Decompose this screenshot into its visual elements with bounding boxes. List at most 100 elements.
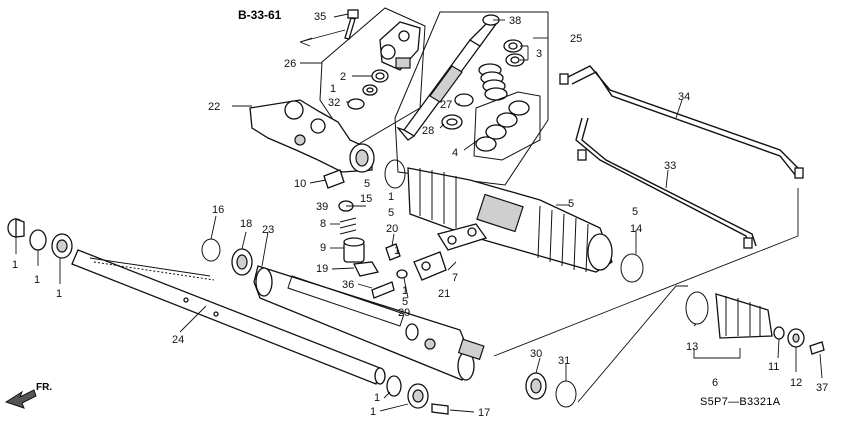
steering-boot-5[interactable] [407, 167, 613, 273]
callout-16[interactable]: 16 [212, 204, 224, 216]
callout-13[interactable]: 13 [686, 341, 698, 353]
callout-5-e[interactable]: 5 [402, 296, 408, 308]
callout-1-i[interactable]: 1 [370, 406, 376, 418]
callout-33[interactable]: 33 [664, 160, 676, 172]
seal-3-upper[interactable] [503, 39, 523, 53]
callout-5-c[interactable]: 5 [388, 207, 394, 219]
clamp-14[interactable] [620, 253, 644, 283]
pipe-34[interactable] [559, 65, 804, 179]
callout-9[interactable]: 9 [320, 242, 326, 254]
locknut-19[interactable] [353, 261, 380, 277]
callout-19[interactable]: 19 [316, 263, 328, 275]
seal-30[interactable] [525, 372, 547, 400]
callout-37[interactable]: 37 [816, 382, 828, 394]
bracket-21[interactable] [413, 251, 447, 281]
callout-27[interactable]: 27 [440, 99, 452, 111]
callout-4[interactable]: 4 [452, 147, 458, 159]
callout-25[interactable]: 25 [570, 33, 582, 45]
callout-28[interactable]: 28 [422, 125, 434, 137]
callout-32[interactable]: 32 [328, 97, 340, 109]
callout-6[interactable]: 6 [712, 377, 718, 389]
seal-3-lower[interactable] [505, 53, 525, 67]
bolt-36[interactable] [371, 281, 395, 299]
callout-leaders [15, 13, 823, 413]
callout-24[interactable]: 24 [172, 334, 184, 346]
callout-35[interactable]: 35 [314, 11, 326, 23]
clamp-10[interactable] [323, 169, 345, 189]
seal-28[interactable] [441, 114, 463, 130]
callout-5-d[interactable]: 5 [632, 206, 638, 218]
valve-body-26[interactable] [379, 21, 421, 71]
washer-1-left[interactable] [29, 229, 47, 251]
bearing-1-lower[interactable] [407, 383, 429, 409]
callout-1-c[interactable]: 1 [394, 245, 400, 257]
callout-31[interactable]: 31 [558, 355, 570, 367]
o-ring-32[interactable] [347, 98, 365, 110]
callout-17[interactable]: 17 [478, 407, 490, 419]
callout-1-h[interactable]: 1 [374, 392, 380, 404]
seal-27[interactable] [454, 93, 474, 107]
callout-23[interactable]: 23 [262, 224, 274, 236]
rack-guide-9[interactable] [343, 237, 365, 263]
bracket-20[interactable] [385, 243, 401, 261]
seal-2[interactable] [371, 69, 389, 83]
callout-5-b[interactable]: 5 [568, 198, 574, 210]
callout-1-e[interactable]: 1 [34, 274, 40, 286]
callout-12[interactable]: 12 [790, 377, 802, 389]
callout-39[interactable]: 39 [316, 201, 328, 213]
rack-housing-23[interactable] [253, 265, 485, 381]
gearbox-housing-22[interactable] [249, 99, 375, 173]
seal-1-upper[interactable] [362, 84, 378, 96]
clamp-11[interactable] [773, 326, 785, 340]
callout-10[interactable]: 10 [294, 178, 306, 190]
seal-1-lower-a[interactable] [386, 375, 402, 397]
callout-15[interactable]: 15 [360, 193, 372, 205]
bearing-1-left[interactable] [51, 233, 73, 259]
boot-6[interactable] [715, 293, 773, 339]
callout-38[interactable]: 38 [509, 15, 521, 27]
clamp-16[interactable] [201, 238, 221, 262]
clamp-15[interactable] [384, 159, 406, 189]
callout-7[interactable]: 7 [452, 272, 458, 284]
clamp-13[interactable] [685, 291, 709, 325]
bushing-1-left[interactable] [7, 218, 25, 238]
callout-21[interactable]: 21 [438, 288, 450, 300]
callout-1-f[interactable]: 1 [402, 285, 408, 297]
washer-12[interactable] [787, 328, 805, 348]
seal-29[interactable] [405, 323, 419, 341]
steering-rack-24[interactable] [71, 249, 386, 385]
callout-22[interactable]: 22 [208, 101, 220, 113]
bracket-6-leader [693, 348, 741, 359]
callout-1-g[interactable]: 1 [56, 288, 62, 300]
valve-spool-seals[interactable] [478, 63, 508, 101]
callout-3[interactable]: 3 [536, 48, 542, 60]
callout-18[interactable]: 18 [240, 218, 252, 230]
callout-1-d[interactable]: 1 [12, 259, 18, 271]
bracket-7[interactable] [436, 223, 488, 251]
washer-5-small[interactable] [396, 269, 408, 279]
callout-30[interactable]: 30 [530, 348, 542, 360]
callout-8[interactable]: 8 [320, 218, 326, 230]
callout-11[interactable]: 11 [768, 361, 779, 373]
callout-36[interactable]: 36 [342, 279, 354, 291]
seal-18[interactable] [231, 248, 253, 276]
callout-29[interactable]: 29 [398, 307, 410, 319]
callout-5-a[interactable]: 5 [364, 178, 370, 190]
callout-1-upper[interactable]: 1 [330, 83, 336, 95]
pinion-shaft[interactable] [396, 19, 497, 141]
pipe-33[interactable] [575, 117, 757, 249]
callout-20[interactable]: 20 [386, 223, 398, 235]
section-reference[interactable]: B-33-61 [238, 8, 282, 22]
spring-8[interactable] [339, 217, 357, 235]
plug-17[interactable] [431, 403, 449, 415]
callout-34[interactable]: 34 [678, 91, 690, 103]
callout-14[interactable]: 14 [630, 223, 642, 235]
callout-1-b[interactable]: 1 [388, 191, 394, 203]
callout-26[interactable]: 26 [284, 58, 296, 70]
callout-2[interactable]: 2 [340, 71, 346, 83]
leader-rack-to-pipe [493, 188, 799, 357]
seal-ring-set-4[interactable] [475, 100, 530, 152]
bolt-37[interactable] [809, 341, 825, 355]
clamp-31[interactable] [555, 380, 577, 408]
